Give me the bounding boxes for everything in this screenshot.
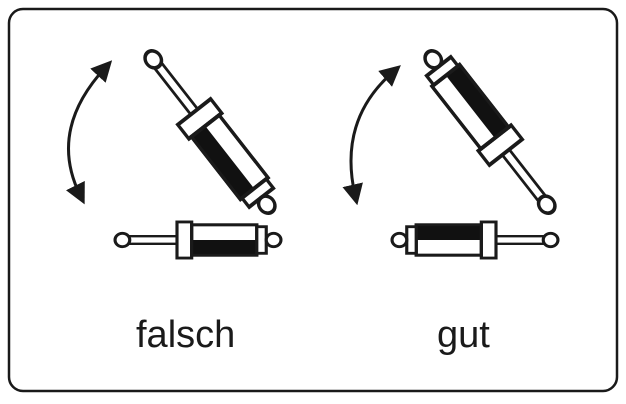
right-example [342,37,571,260]
wrong-example [65,37,291,260]
caption-right: gut [437,314,490,356]
rotation-arrow-icon [342,65,401,206]
outer-border [7,7,619,393]
rotation-arrow-icon [65,60,113,205]
shock-absorber-icon [409,37,571,227]
shock-absorber-icon [129,37,291,227]
shock-absorber-icon [390,220,560,260]
caption-wrong: falsch [136,314,236,356]
shock-absorber-icon [113,220,283,260]
